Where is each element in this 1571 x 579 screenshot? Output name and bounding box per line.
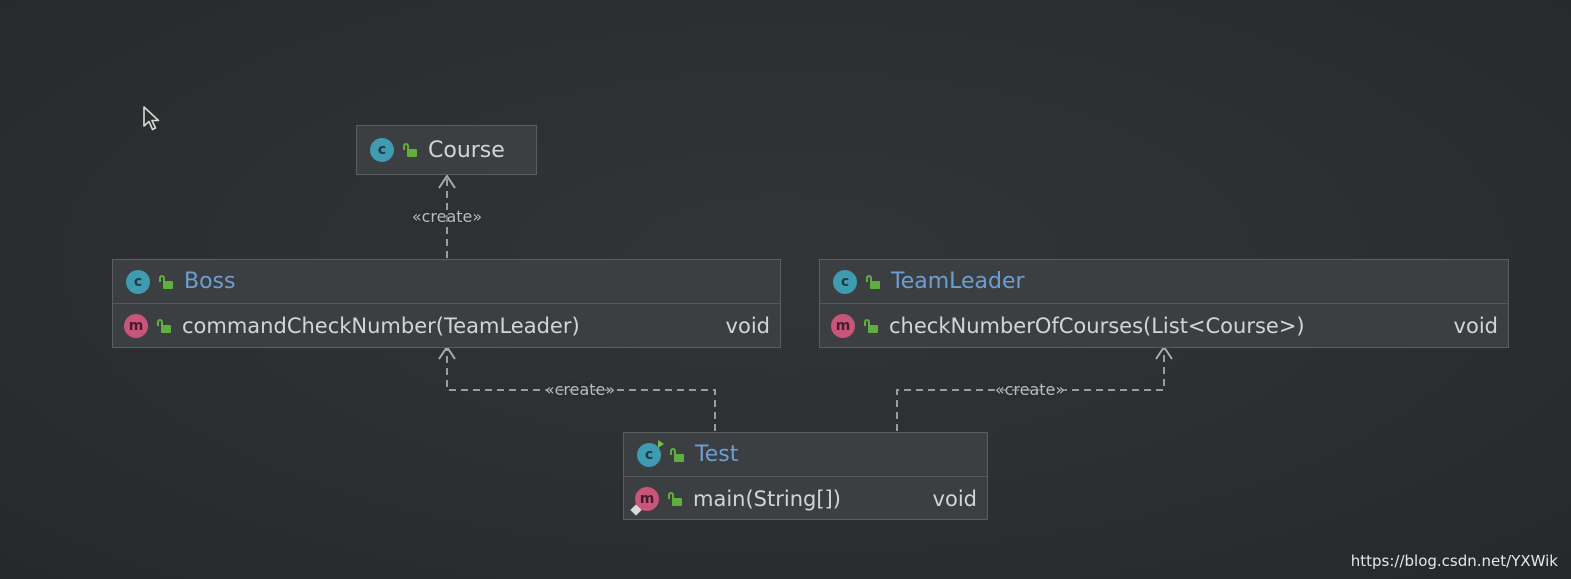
public-lock-icon [159,274,173,289]
class-node-header: c Boss [113,260,780,304]
method-signature: checkNumberOfCourses(List<Course>) [889,313,1305,338]
method-signature: main(String[]) [693,486,841,511]
method-row[interactable]: m main(String[]) void [624,477,987,520]
class-icon: c [833,269,857,294]
public-lock-icon [403,143,417,157]
method-icon: m [831,313,855,338]
class-node-teamleader[interactable]: c TeamLeader m checkNumberOfCourses(List… [819,259,1509,348]
edge-stereotype-test-boss: «create» [544,380,616,399]
method-row[interactable]: m checkNumberOfCourses(List<Course>) voi… [820,304,1508,347]
class-node-header: c TeamLeader [820,260,1508,304]
public-lock-icon [864,318,878,333]
method-return-type: void [1453,313,1498,338]
method-return-type: void [725,313,770,338]
mouse-pointer-icon [143,106,160,131]
method-return-type: void [932,486,977,511]
method-row[interactable]: m commandCheckNumber(TeamLeader) void [113,304,780,347]
public-lock-icon [157,318,171,333]
watermark-url: https://blog.csdn.net/YXWik [1350,552,1558,570]
class-node-course[interactable]: c Course [356,125,537,175]
class-node-header: c Course [357,126,536,174]
class-icon: c [126,269,150,294]
class-node-header: c Test [624,433,987,477]
main-method-icon: m [635,486,659,511]
class-name: Course [428,137,505,163]
class-node-boss[interactable]: c Boss m commandCheckNumber(TeamLeader) … [112,259,781,348]
class-name: TeamLeader [891,269,1025,294]
method-signature: commandCheckNumber(TeamLeader) [182,313,580,338]
class-name: Boss [184,269,236,294]
public-lock-icon [670,447,684,462]
edge-arrowhead-teamleader [1155,345,1173,360]
edge-arrowhead-boss [438,345,456,360]
public-lock-icon [668,491,682,506]
runnable-class-icon: c [637,439,664,467]
class-node-test[interactable]: c Test m main(String[]) void [623,432,988,520]
class-name: Test [695,442,739,467]
method-icon: m [124,313,148,338]
edge-arrowhead-course [438,174,456,189]
edge-stereotype-boss-course: «create» [411,207,483,226]
class-icon: c [370,138,394,162]
edge-stereotype-test-teamleader: «create» [994,380,1066,399]
public-lock-icon [866,274,880,289]
